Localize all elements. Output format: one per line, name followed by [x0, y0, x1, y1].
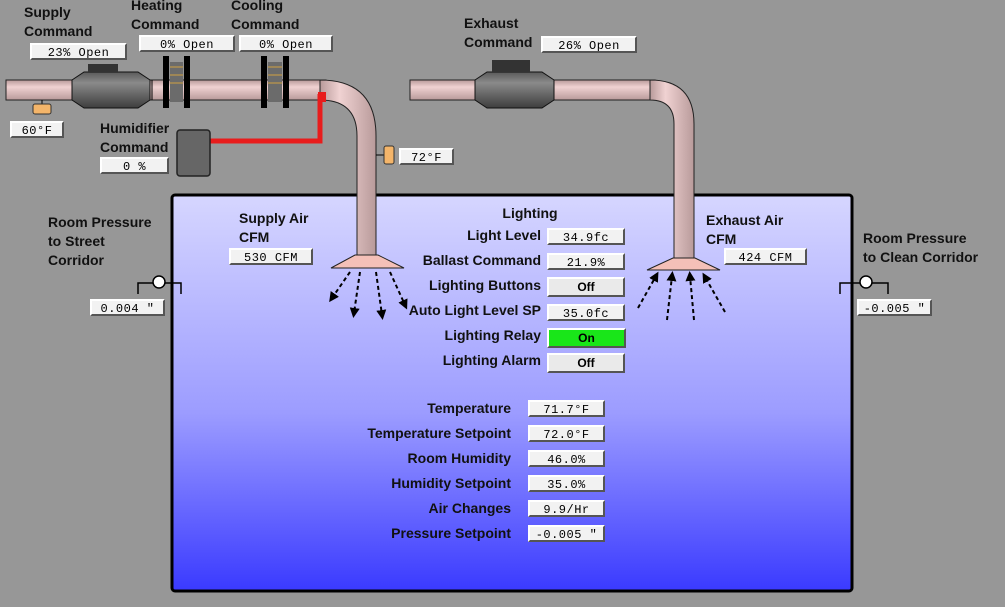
exhaust-airflow-arrows [637, 271, 726, 321]
supply-diffuser-icon [330, 254, 405, 269]
lighting-heading: Lighting [502, 205, 558, 221]
exhaust-command-label: Exhaust Command [464, 15, 533, 50]
cooling-command-label: Cooling Command [231, 0, 300, 32]
ballast-command-value[interactable]: 21.9% [547, 253, 625, 270]
room-pressure-street-label: Room Pressure to Street Corridor [48, 214, 152, 268]
exhaust-air-cfm-value[interactable]: 424 CFM [724, 248, 807, 265]
exhaust-diffuser-icon [646, 257, 721, 271]
ballast-command-label: Ballast Command [422, 252, 541, 268]
auto-light-level-sp-value[interactable]: 35.0fc [547, 304, 625, 321]
light-level-label: Light Level [467, 227, 541, 243]
air-changes-label: Air Changes [428, 500, 511, 516]
heating-command-value[interactable]: 0% Open [139, 35, 235, 52]
room-humidity-label: Room Humidity [407, 450, 511, 466]
supply-temp-value[interactable]: 60°F [10, 121, 64, 138]
lighting-buttons-label: Lighting Buttons [429, 277, 541, 293]
cooling-command-value[interactable]: 0% Open [239, 35, 333, 52]
lighting-relay-label: Lighting Relay [444, 327, 541, 343]
street-pressure-sensor-icon [137, 275, 182, 294]
lighting-alarm-label: Lighting Alarm [442, 352, 541, 368]
cooling-coil-icon [261, 56, 289, 108]
room-pressure-street-value[interactable]: 0.004 " [90, 299, 165, 316]
pressure-setpoint-value[interactable]: -0.005 " [528, 525, 605, 542]
heating-coil-icon [163, 56, 190, 108]
pressure-setpoint-label: Pressure Setpoint [391, 525, 511, 541]
humidifier-command-label: Humidifier Command [100, 120, 170, 155]
room-humidity-value[interactable]: 46.0% [528, 450, 605, 467]
duct-temp-sensor-icon [376, 145, 395, 165]
exhaust-air-label: Exhaust Air CFM [706, 212, 784, 247]
temperature-setpoint-value[interactable]: 72.0°F [528, 425, 605, 442]
supply-command-value[interactable]: 23% Open [30, 43, 127, 60]
humidity-setpoint-value[interactable]: 35.0% [528, 475, 605, 492]
clean-pressure-sensor-icon [839, 275, 889, 294]
lighting-buttons-button[interactable]: Off [547, 277, 625, 297]
room-pressure-clean-label: Room Pressure to Clean Corridor [863, 230, 979, 265]
exhaust-damper-icon [474, 60, 555, 109]
temperature-setpoint-label: Temperature Setpoint [367, 425, 511, 441]
room-box [170, 193, 854, 593]
humidity-setpoint-label: Humidity Setpoint [391, 475, 511, 491]
room-pressure-clean-value[interactable]: -0.005 " [857, 299, 932, 316]
humidifier-command-value[interactable]: 0 % [100, 157, 169, 174]
supply-air-label: Supply Air CFM [239, 210, 309, 245]
supply-airflow-arrows [329, 271, 408, 320]
supply-temp-sensor-icon [32, 100, 52, 115]
auto-light-level-sp-label: Auto Light Level SP [408, 302, 541, 318]
humidifier-icon [176, 129, 211, 177]
supply-damper-icon [71, 64, 153, 109]
temperature-value[interactable]: 71.7°F [528, 400, 605, 417]
supply-air-cfm-value[interactable]: 530 CFM [229, 248, 313, 265]
duct-temp-value[interactable]: 72°F [399, 148, 454, 165]
heating-command-label: Heating Command [131, 0, 200, 32]
exhaust-command-value[interactable]: 26% Open [541, 36, 637, 53]
air-changes-value[interactable]: 9.9/Hr [528, 500, 605, 517]
light-level-value[interactable]: 34.9fc [547, 228, 625, 245]
temperature-label: Temperature [427, 400, 511, 416]
lighting-relay-button[interactable]: On [547, 328, 626, 348]
lighting-alarm-button[interactable]: Off [547, 353, 625, 373]
supply-command-label: Supply Command [24, 4, 93, 39]
